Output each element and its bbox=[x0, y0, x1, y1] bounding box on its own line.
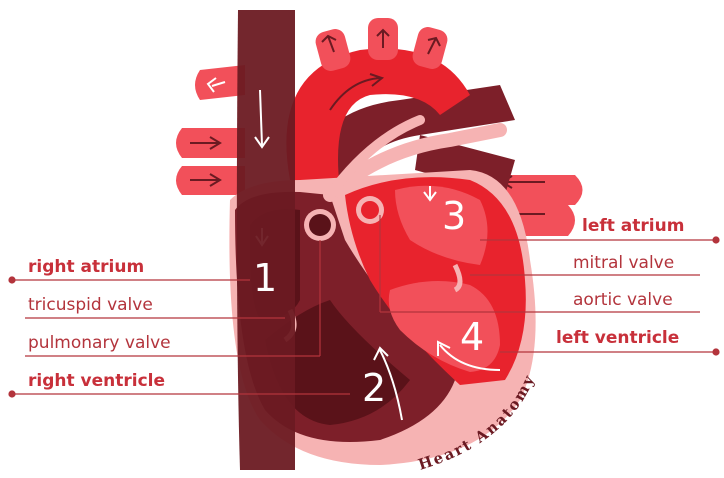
label-left-atrium: left atrium bbox=[582, 216, 684, 236]
label-right-ventricle: right ventricle bbox=[28, 371, 165, 391]
chamber-number-3: 3 bbox=[442, 196, 466, 236]
chamber-number-1: 1 bbox=[253, 258, 277, 298]
vena-cava bbox=[237, 10, 295, 470]
label-left-ventricle: left ventricle bbox=[556, 328, 679, 348]
chamber-number-4: 4 bbox=[460, 317, 484, 357]
label-mitral-valve: mitral valve bbox=[573, 253, 674, 273]
vena-cava-branches bbox=[176, 65, 245, 195]
chamber-number-2: 2 bbox=[362, 368, 386, 408]
label-tricuspid-valve: tricuspid valve bbox=[28, 295, 153, 315]
label-pulmonary-valve: pulmonary valve bbox=[28, 333, 171, 353]
label-aortic-valve: aortic valve bbox=[573, 290, 673, 310]
label-right-atrium: right atrium bbox=[28, 257, 144, 277]
